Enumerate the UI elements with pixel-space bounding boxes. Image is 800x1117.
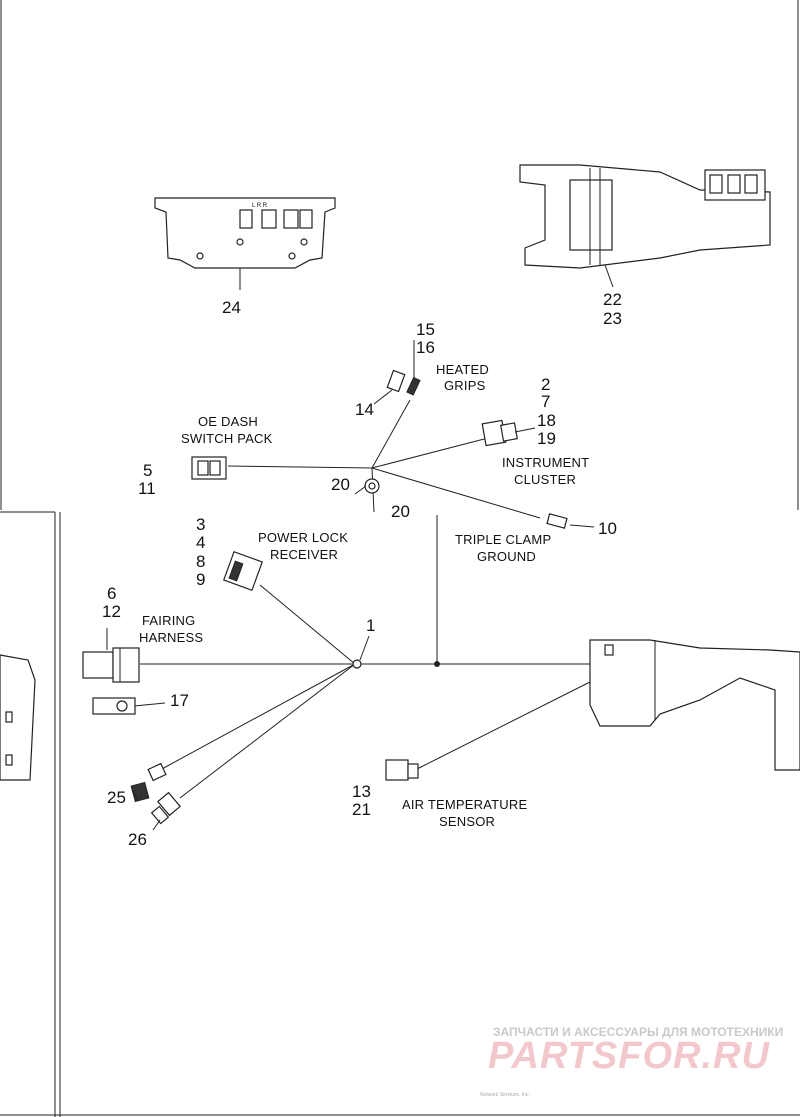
callout-17: 17 [170, 691, 189, 710]
callout-1: 1 [366, 616, 375, 635]
component-labels: HEATED GRIPS OE DASH SWITCH PACK INSTRUM… [139, 362, 589, 829]
callout-22: 22 [603, 290, 622, 309]
heated-grips-connector-icon[interactable] [386, 369, 421, 396]
callout-25: 25 [107, 788, 126, 807]
label-fairing-2: HARNESS [139, 630, 203, 645]
callout-11: 11 [138, 479, 156, 498]
callout-20-cut: 20 [391, 502, 410, 521]
left-partial-component [0, 654, 36, 781]
label-heated-grips-2: GRIPS [444, 378, 486, 393]
label-oe-dash-2: SWITCH PACK [181, 431, 273, 446]
ground-terminal-icon[interactable] [364, 478, 380, 494]
callout-16: 16 [416, 338, 435, 357]
label-triple-clamp-2: GROUND [477, 549, 536, 564]
callout-3: 3 [196, 515, 205, 534]
lower-harness-wires [133, 515, 591, 799]
connector-icon[interactable] [191, 456, 227, 480]
upper-harness-wires [227, 399, 541, 519]
callout-numbers: 24 22 23 15 16 14 2 7 18 19 5 11 20 20 1… [102, 290, 622, 849]
switch-lrr-label: L R R [252, 203, 268, 209]
label-instrument-1: INSTRUMENT [502, 455, 589, 470]
switch-pack-icon[interactable]: L R R [154, 197, 336, 269]
sensor-26-icon[interactable] [150, 791, 181, 825]
callout-20: 20 [331, 475, 350, 494]
callout-18: 18 [537, 411, 556, 430]
callout-9: 9 [196, 570, 205, 589]
label-heated-grips-1: HEATED [436, 362, 489, 377]
label-oe-dash-1: OE DASH [198, 414, 258, 429]
copyright-text: Network Services, Inc. [480, 1092, 530, 1098]
callout-4: 4 [196, 533, 205, 552]
callout-12: 12 [102, 602, 121, 621]
callout-21: 21 [352, 800, 371, 819]
splice-point [434, 661, 440, 667]
watermark-line1: ЗАПЧАСТИ И АКСЕССУАРЫ ДЛЯ МОТОТЕХНИКИ [493, 1025, 783, 1039]
terminal-17-icon[interactable] [92, 697, 136, 715]
callout-13: 13 [352, 782, 371, 801]
air-temp-sensor-icon[interactable] [385, 759, 419, 781]
callout-19: 19 [537, 429, 556, 448]
watermark: ЗАПЧАСТИ И АКСЕССУАРЫ ДЛЯ МОТОТЕХНИКИ PA… [480, 1025, 783, 1098]
label-triple-clamp-1: TRIPLE CLAMP [455, 532, 551, 547]
callout-26: 26 [128, 830, 147, 849]
callout-24: 24 [222, 298, 241, 317]
callout-7: 7 [541, 392, 550, 411]
label-power-lock-1: POWER LOCK [258, 530, 348, 545]
callout-14: 14 [355, 400, 374, 419]
callout-8: 8 [196, 552, 205, 571]
harness-junction[interactable] [352, 659, 362, 669]
instrument-bracket-icon[interactable] [519, 164, 771, 269]
triple-clamp-terminal-icon[interactable] [546, 513, 568, 529]
watermark-logo: PARTSFOR.RU [488, 1035, 770, 1077]
callout-6: 6 [107, 584, 116, 603]
callout-23: 23 [603, 309, 622, 328]
sensor-icon[interactable] [130, 762, 167, 803]
label-air-temp-2: SENSOR [439, 814, 495, 829]
callout-10: 10 [598, 519, 617, 538]
power-lock-connector-icon[interactable] [223, 551, 263, 591]
callout-15: 15 [416, 320, 435, 339]
instrument-connector-icon[interactable] [481, 419, 518, 447]
fairing-connector-icon[interactable] [82, 647, 140, 683]
callout-5: 5 [143, 461, 152, 480]
callout-2: 2 [541, 375, 550, 394]
label-instrument-2: CLUSTER [514, 472, 576, 487]
label-fairing-1: FAIRING [142, 613, 195, 628]
lower-bracket-icon[interactable] [589, 639, 800, 771]
label-air-temp-1: AIR TEMPERATURE [402, 797, 527, 812]
label-power-lock-2: RECEIVER [270, 547, 338, 562]
